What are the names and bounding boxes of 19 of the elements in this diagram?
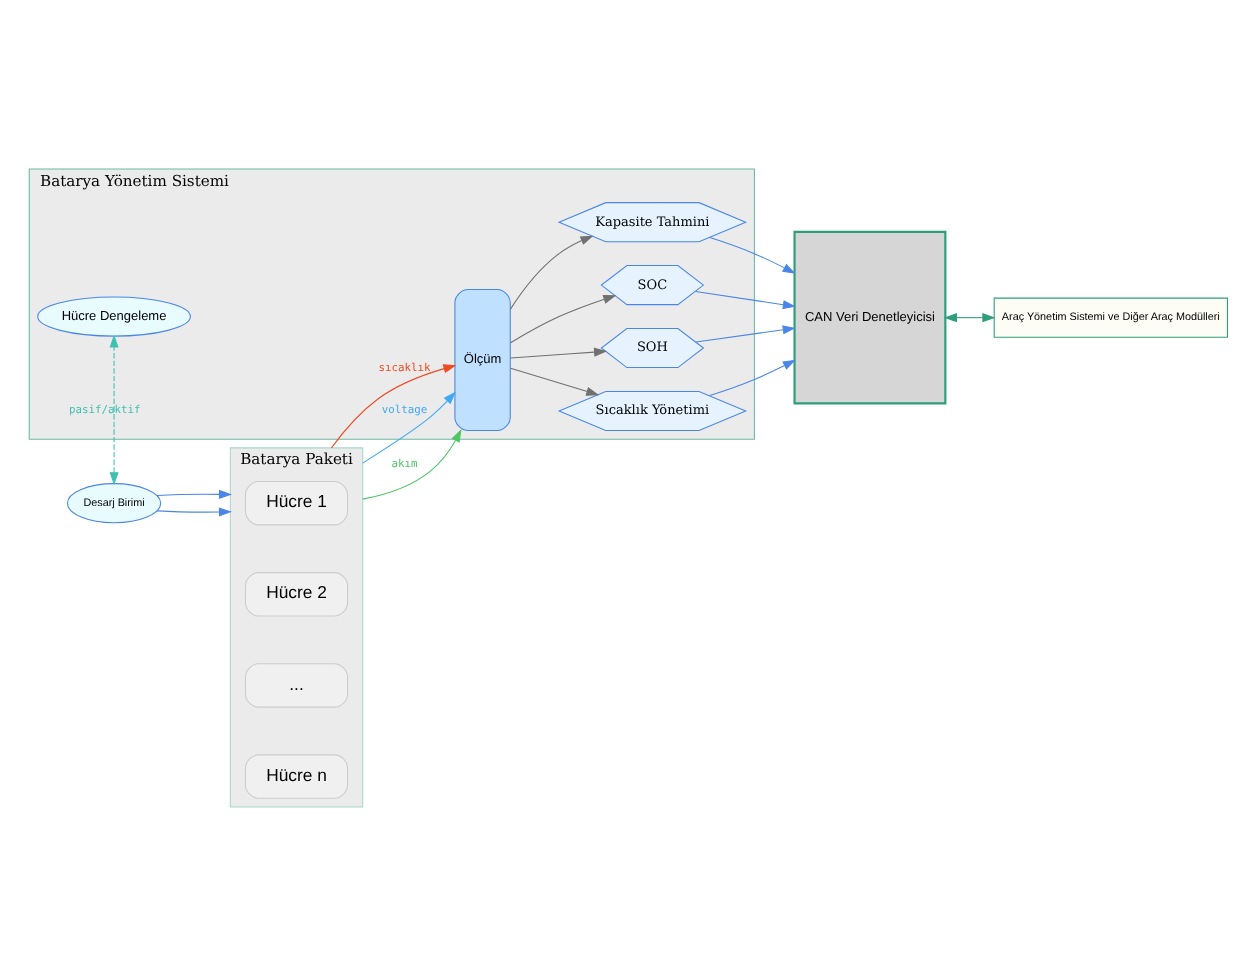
node-box: ...: [245, 663, 349, 708]
arrow: [109, 334, 119, 486]
node-box: Hücre 2: [245, 572, 349, 617]
node-box: Hücre 1: [245, 480, 349, 526]
node-box: Hücre n: [245, 754, 349, 799]
arrow: [362, 391, 456, 464]
arrow: [695, 325, 796, 343]
arrow: [156, 507, 232, 517]
arrow: [330, 364, 457, 449]
arrow: [695, 290, 796, 310]
arrow: [510, 295, 617, 344]
arrow: [156, 489, 232, 499]
arrow: [510, 367, 600, 396]
arrow: [362, 429, 462, 500]
arrow: [510, 347, 608, 359]
arrow: [709, 236, 796, 274]
arrow: [509, 235, 594, 310]
arrow: [709, 359, 796, 397]
arrow: [943, 313, 996, 323]
